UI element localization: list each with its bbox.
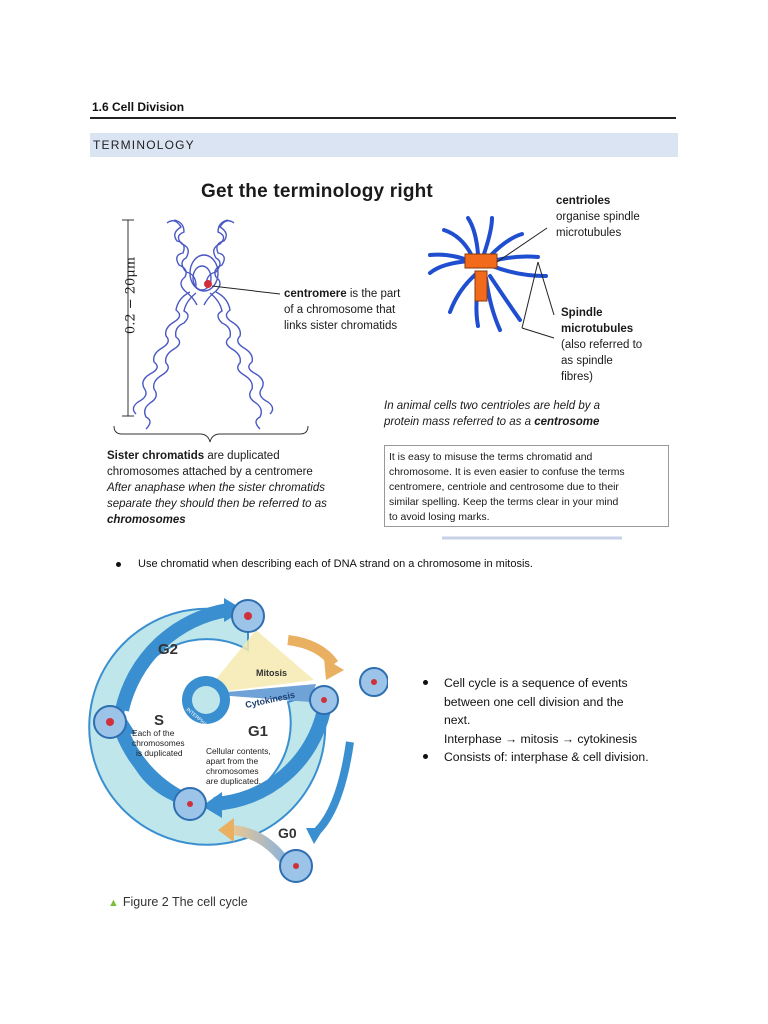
- terminology-figure: 0.2 − 20μm: [92, 168, 680, 542]
- spindle-label: Spindle microtubules (also referred to a…: [561, 307, 643, 383]
- s-label: S: [154, 712, 164, 729]
- caption-triangle-icon: ▲: [108, 897, 119, 909]
- centromere-label: centromere is the part of a chromosome t…: [284, 288, 401, 332]
- centrosome-note: In animal cells two centrioles are held …: [384, 400, 601, 428]
- g1-note: Cellular contents, apart from the chromo…: [206, 746, 273, 786]
- g0-label: G0: [278, 825, 297, 841]
- chromatid-bullet: Use chromatid when describing each of DN…: [116, 557, 533, 571]
- centrioles-label: centrioles organise spindle microtubules: [556, 195, 640, 239]
- heading-rule: [90, 117, 676, 119]
- s-note: Each of the chromosomes is duplicated: [132, 728, 187, 758]
- warning-box: It is easy to misuse the terms chromatid…: [384, 445, 669, 527]
- cell-cycle-figure: G2 S G1 G0 Mitosis Cytokinesis INTERPHAS…: [88, 592, 389, 884]
- bullet-dot: [116, 561, 121, 567]
- chromosome-illustration: [132, 219, 274, 430]
- list-item: Cell cycle is a sequence of events betwe…: [421, 674, 649, 748]
- g2-label: G2: [158, 641, 178, 658]
- spindle-illustration: [428, 216, 548, 332]
- terminology-diagram: [113, 216, 622, 540]
- sister-chromatids-label: Sister chromatids are duplicated chromos…: [107, 450, 327, 526]
- scale-label: 0.2 − 20μm: [123, 256, 139, 335]
- bullet-dot: [423, 754, 428, 759]
- g1-label: G1: [248, 723, 268, 740]
- bullet-dot: [423, 680, 428, 685]
- figure-caption: ▲Figure 2 The cell cycle: [108, 895, 248, 909]
- list-item: Consists of: interphase & cell division.: [421, 748, 649, 767]
- cell-icons: [93, 599, 389, 883]
- section-heading: 1.6 Cell Division: [92, 100, 185, 114]
- figure-title: Get the terminology right: [201, 181, 433, 202]
- cell-cycle-notes: Cell cycle is a sequence of events betwe…: [421, 674, 649, 767]
- cell-cycle-diagram: G2 S G1 G0 Mitosis Cytokinesis INTERPHAS…: [88, 598, 389, 883]
- mitosis-label: Mitosis: [256, 668, 287, 678]
- centromere-rest: is the part: [346, 288, 401, 300]
- band-label: TERMINOLOGY: [93, 138, 195, 152]
- terminology-band: TERMINOLOGY: [90, 133, 678, 157]
